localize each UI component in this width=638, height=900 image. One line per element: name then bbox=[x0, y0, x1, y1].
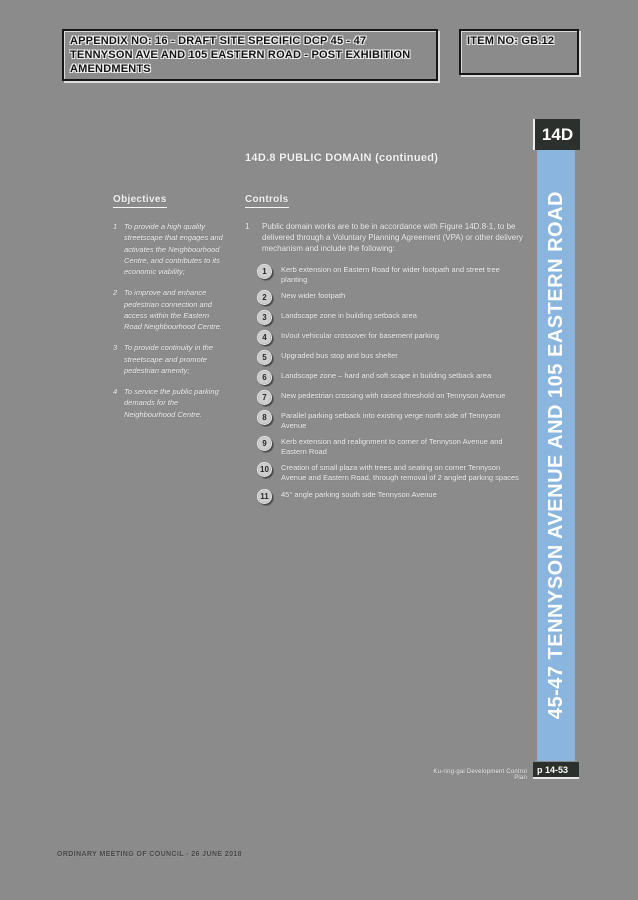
sidebar-title: 45-47 TENNYSON AVENUE AND 105 EASTERN RO… bbox=[544, 191, 567, 720]
control-number-badge: 1 bbox=[257, 263, 272, 279]
control-number-badge: 2 bbox=[257, 289, 272, 305]
controls-heading: Controls bbox=[245, 194, 289, 208]
objective-item: 2 To improve and enhance pedestrian conn… bbox=[113, 287, 227, 332]
objectives-list: 1 To provide a high quality streetscape … bbox=[113, 221, 227, 420]
section-title: 14D.8 PUBLIC DOMAIN (continued) bbox=[245, 152, 439, 164]
objective-number: 2 bbox=[113, 288, 118, 298]
control-number-badge: 6 bbox=[257, 369, 272, 385]
control-text: In/out vehicular crossover for basement … bbox=[281, 330, 439, 340]
control-text: New pedestrian crossing with raised thre… bbox=[281, 390, 506, 400]
control-item: 2 New wider footpath bbox=[257, 289, 535, 305]
control-intro-number: 1 bbox=[245, 222, 250, 231]
control-text: Kerb extension on Eastern Road for wider… bbox=[281, 264, 500, 284]
control-text: Parallel parking setback into existing v… bbox=[281, 410, 501, 430]
objective-text: To provide continuity in the streetscape… bbox=[124, 343, 213, 375]
objective-number: 1 bbox=[113, 222, 118, 231]
objective-item: 4 To service the public parking demands … bbox=[113, 386, 227, 420]
control-item: 6 Landscape zone – hard and soft scape i… bbox=[257, 369, 535, 385]
objective-text: To service the public parking demands fo… bbox=[124, 387, 219, 419]
sidebar-title-bar: 45-47 TENNYSON AVENUE AND 105 EASTERN RO… bbox=[537, 150, 575, 761]
objective-item: 1 To provide a high quality streetscape … bbox=[113, 221, 227, 277]
control-number-badge: 9 bbox=[257, 436, 272, 452]
control-text: 45° angle parking south side Tennyson Av… bbox=[281, 489, 437, 499]
control-text: Landscape zone in building setback area bbox=[281, 310, 417, 320]
page-number-box: p 14-53 bbox=[533, 762, 579, 777]
control-text: Kerb extension and realignment to corner… bbox=[281, 437, 503, 457]
control-number-badge: 10 bbox=[257, 462, 272, 478]
control-number-badge: 11 bbox=[257, 488, 272, 504]
control-text: Creation of small plaza with trees and s… bbox=[281, 463, 519, 483]
control-text: Upgraded bus stop and bus shelter bbox=[281, 350, 398, 360]
item-no-box: ITEM NO: GB.12 bbox=[459, 29, 579, 75]
control-intro-text: Public domain works are to be in accorda… bbox=[262, 222, 523, 254]
objectives-heading: Objectives bbox=[113, 194, 167, 208]
control-item: 10 Creation of small plaza with trees an… bbox=[257, 462, 535, 483]
control-item: 1 Kerb extension on Eastern Road for wid… bbox=[257, 263, 535, 285]
control-item: 9 Kerb extension and realignment to corn… bbox=[257, 436, 535, 457]
control-number-badge: 7 bbox=[257, 389, 272, 405]
document-name: Ku-ring-gai Development Control Plan bbox=[433, 769, 527, 781]
control-number-badge: 8 bbox=[257, 409, 272, 425]
control-text: New wider footpath bbox=[281, 290, 346, 300]
page-number: p 14-53 bbox=[537, 764, 569, 775]
control-item: 8 Parallel parking setback into existing… bbox=[257, 409, 535, 431]
control-number-badge: 4 bbox=[257, 329, 272, 345]
control-intro: 1 Public domain works are to be in accor… bbox=[245, 221, 535, 255]
objective-number: 4 bbox=[113, 387, 118, 396]
control-item: 11 45° angle parking south side Tennyson… bbox=[257, 488, 535, 504]
controls-list: 1 Kerb extension on Eastern Road for wid… bbox=[257, 263, 535, 504]
control-text: Landscape zone – hard and soft scape in … bbox=[281, 370, 492, 380]
objective-item: 3 To provide continuity in the streetsca… bbox=[113, 342, 227, 376]
control-item: 3 Landscape zone in building setback are… bbox=[257, 309, 535, 325]
objective-text: To improve and enhance pedestrian connec… bbox=[124, 288, 222, 331]
control-number-badge: 5 bbox=[257, 349, 272, 365]
control-item: 7 New pedestrian crossing with raised th… bbox=[257, 389, 535, 405]
control-item: 5 Upgraded bus stop and bus shelter bbox=[257, 349, 535, 365]
chapter-tab: 14D bbox=[533, 119, 580, 150]
control-number-badge: 3 bbox=[257, 309, 272, 325]
control-item: 4 In/out vehicular crossover for basemen… bbox=[257, 329, 535, 345]
appendix-title: APPENDIX NO: 16 - DRAFT SITE SPECIFIC DC… bbox=[70, 35, 411, 76]
objective-number: 3 bbox=[113, 343, 118, 353]
item-no: ITEM NO: GB.12 bbox=[467, 35, 555, 47]
controls-column: Controls 1 Public domain works are to be… bbox=[245, 189, 535, 509]
footer-meeting-reference: ORDINARY MEETING OF COUNCIL - 26 JUNE 20… bbox=[57, 851, 243, 858]
chapter-tab-label: 14D bbox=[541, 124, 574, 144]
objectives-column: Objectives 1 To provide a high quality s… bbox=[113, 189, 227, 430]
objective-text: To provide a high quality streetscape th… bbox=[124, 222, 223, 276]
appendix-header-box: APPENDIX NO: 16 - DRAFT SITE SPECIFIC DC… bbox=[62, 29, 438, 82]
